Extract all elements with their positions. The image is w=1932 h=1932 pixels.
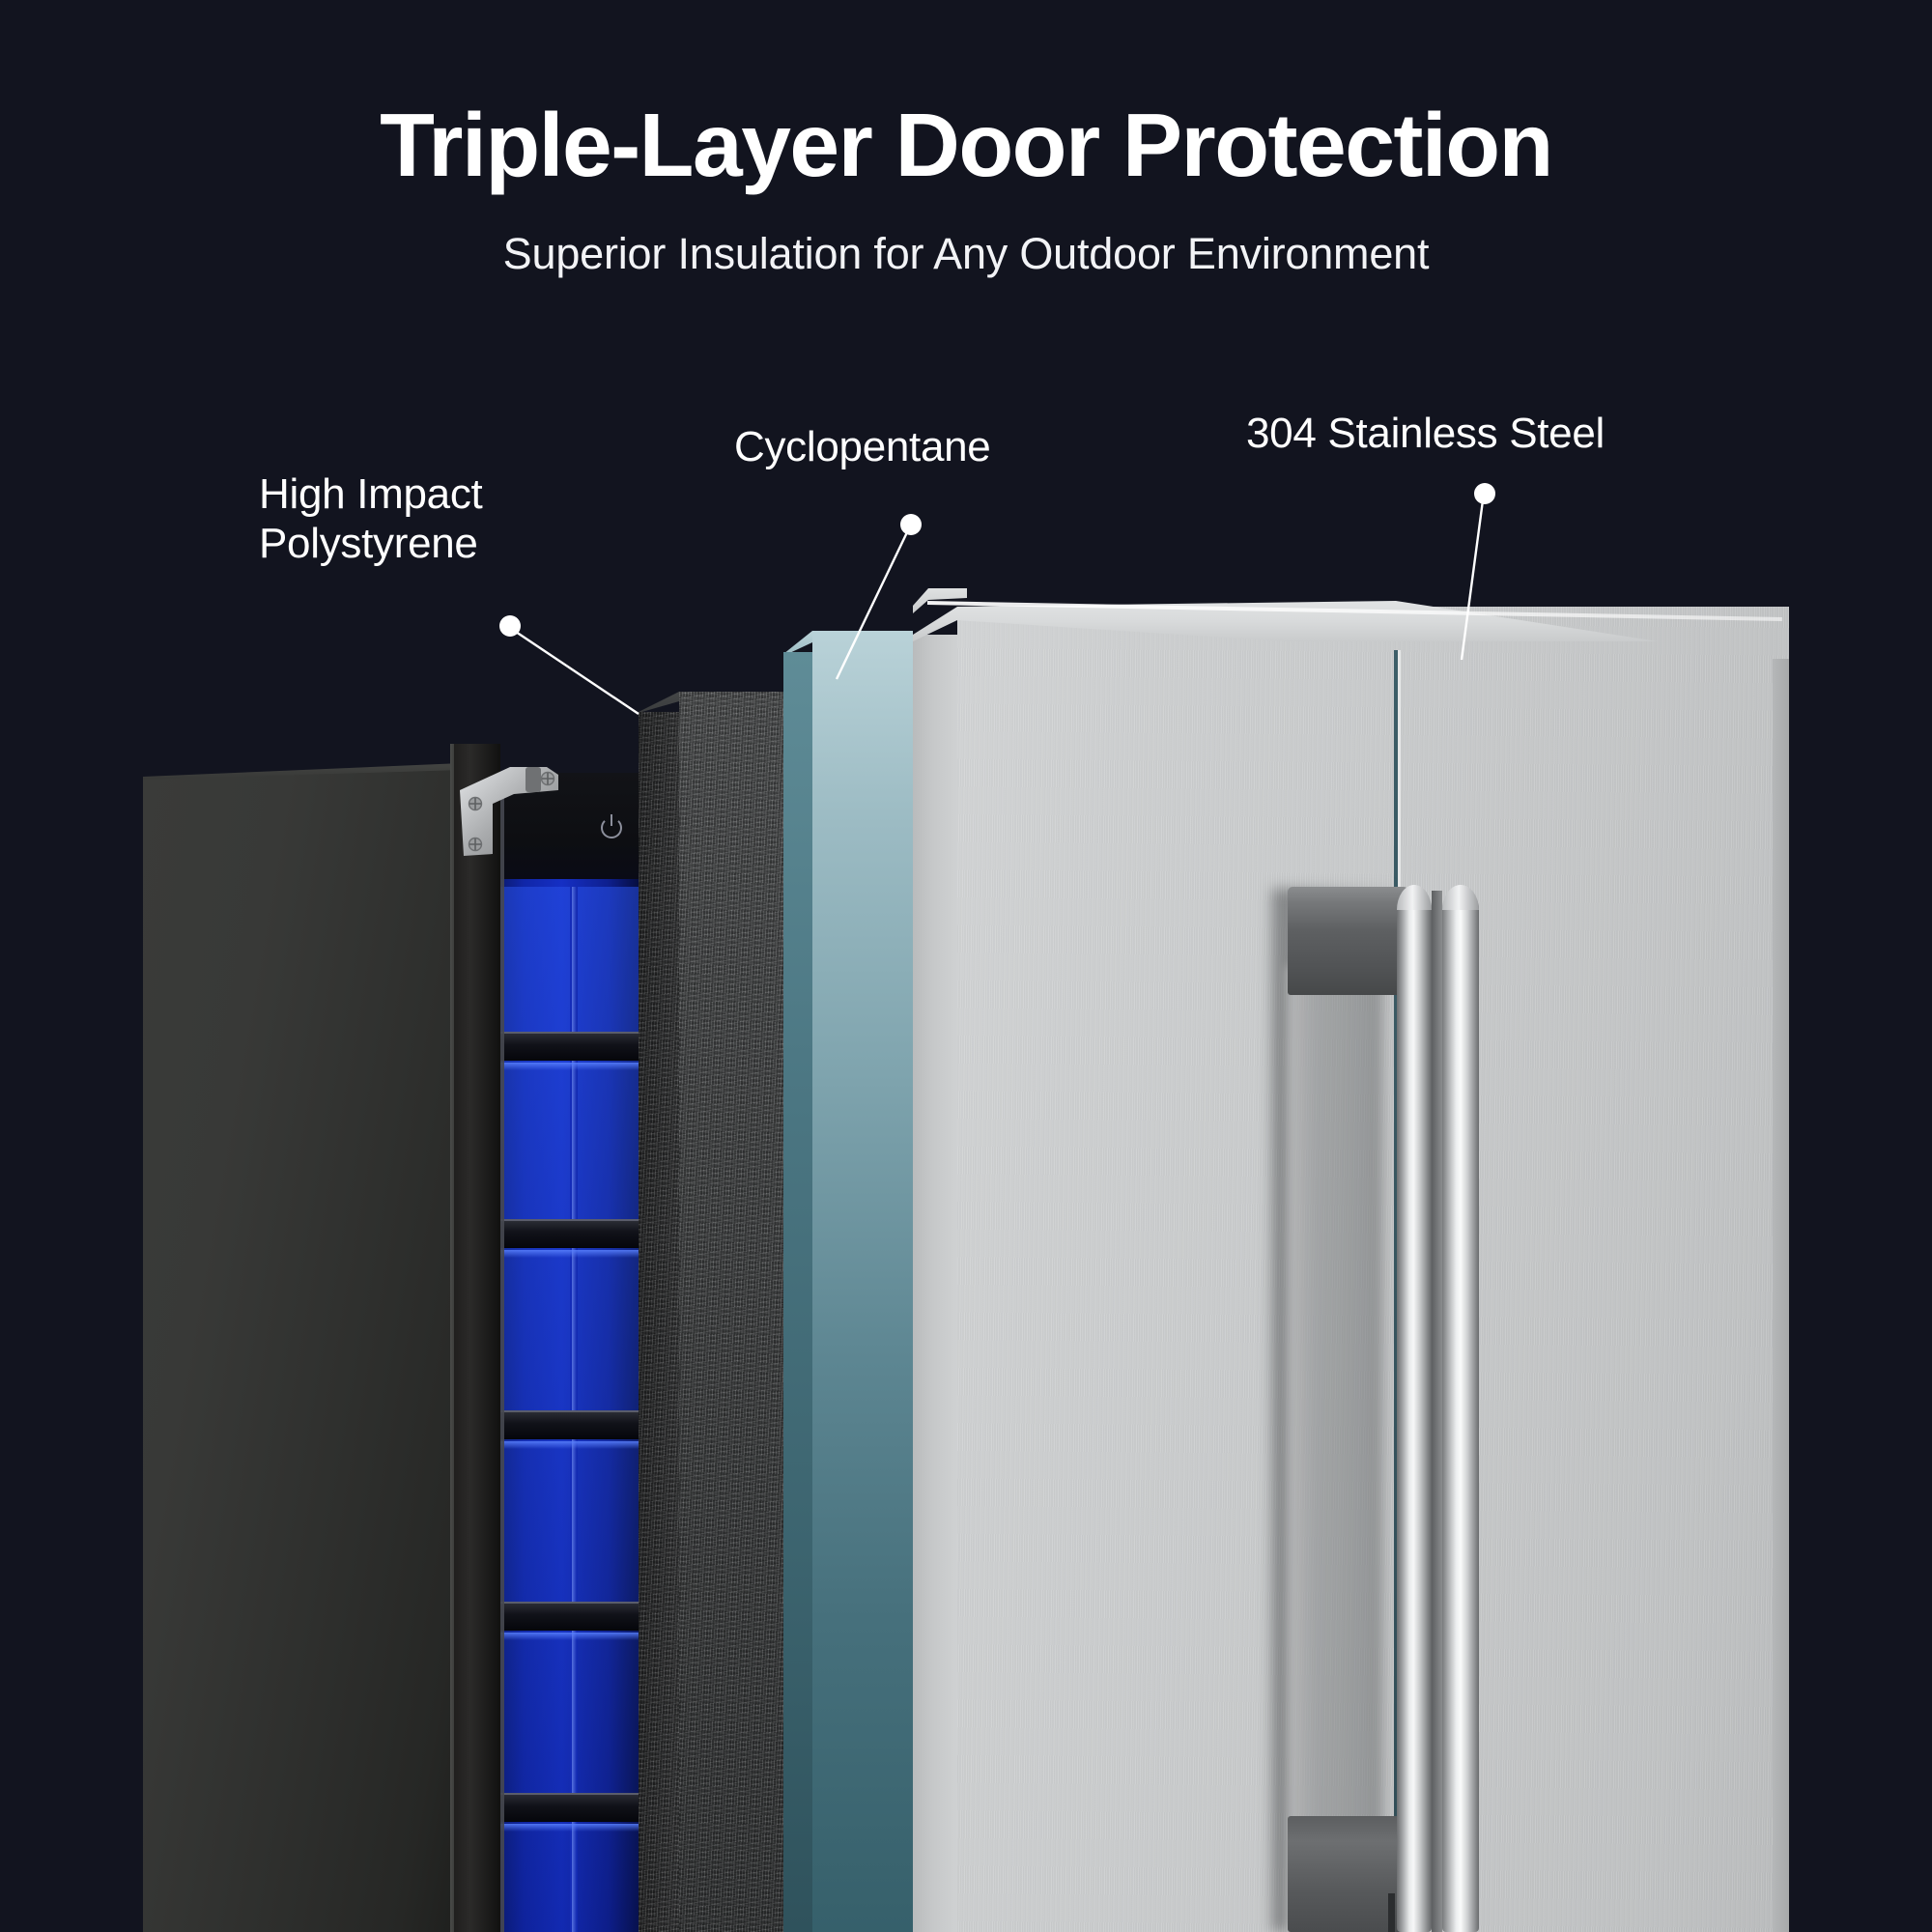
steel-door-right-edge	[1773, 659, 1789, 1932]
shelf-glow	[498, 1441, 639, 1449]
handle-shadow	[1272, 889, 1394, 1932]
polystyrene-side-edge	[639, 712, 679, 1932]
shelf-glow	[498, 1063, 639, 1070]
shelf-glow	[498, 1633, 639, 1640]
shelf-bar	[498, 1410, 639, 1439]
handle-tube-outer	[1442, 891, 1479, 1932]
page-subtitle: Superior Insulation for Any Outdoor Envi…	[502, 229, 1430, 278]
shelf-bar	[498, 1793, 639, 1822]
callout-label-stainless-steel: 304 Stainless Steel	[1246, 410, 1605, 457]
interior-bin-right	[578, 887, 639, 1932]
door-seam-line	[1394, 650, 1398, 1932]
cyclopentane-side-edge	[783, 652, 812, 1932]
handle-rod-bottom	[1388, 1893, 1395, 1932]
interior-divider	[572, 887, 577, 1932]
polystyrene-texture	[679, 692, 783, 1932]
handle-bracket-top	[1288, 887, 1408, 995]
callout-label-polystyrene: High Impact Polystyrene	[259, 470, 483, 567]
handle-tube-inner	[1397, 891, 1432, 1932]
shelf-bar	[498, 1219, 639, 1248]
cabinet-body-panel	[143, 770, 462, 1932]
callout-label-cyclopentane: Cyclopentane	[734, 423, 991, 470]
handle-reflection	[1287, 966, 1381, 1932]
shelf-bar	[498, 1032, 639, 1061]
callout-dot-polystyrene	[499, 615, 521, 637]
cabinet-door-jamb	[454, 744, 500, 1932]
page-title: Triple-Layer Door Protection	[380, 95, 1553, 195]
shelf-glow	[498, 1824, 639, 1832]
power-icon	[601, 814, 622, 838]
handle-gap	[1432, 891, 1442, 1932]
polystyrene-texture	[639, 712, 679, 1932]
header-block: Triple-Layer Door Protection Superior In…	[0, 0, 1932, 279]
polystyrene-layer	[679, 692, 783, 1932]
callout-dot-cyclopentane	[900, 514, 922, 535]
steel-door-left-edge	[913, 635, 957, 1932]
shelf-glow	[498, 1250, 639, 1258]
cyclopentane-layer	[812, 631, 913, 1932]
refrigerator-interior	[498, 773, 639, 1932]
callout-dot-stainless	[1474, 483, 1495, 504]
shelf-bar	[498, 1602, 639, 1631]
interior-bin-left	[498, 887, 570, 1932]
door-hinge-hardware	[460, 767, 558, 856]
